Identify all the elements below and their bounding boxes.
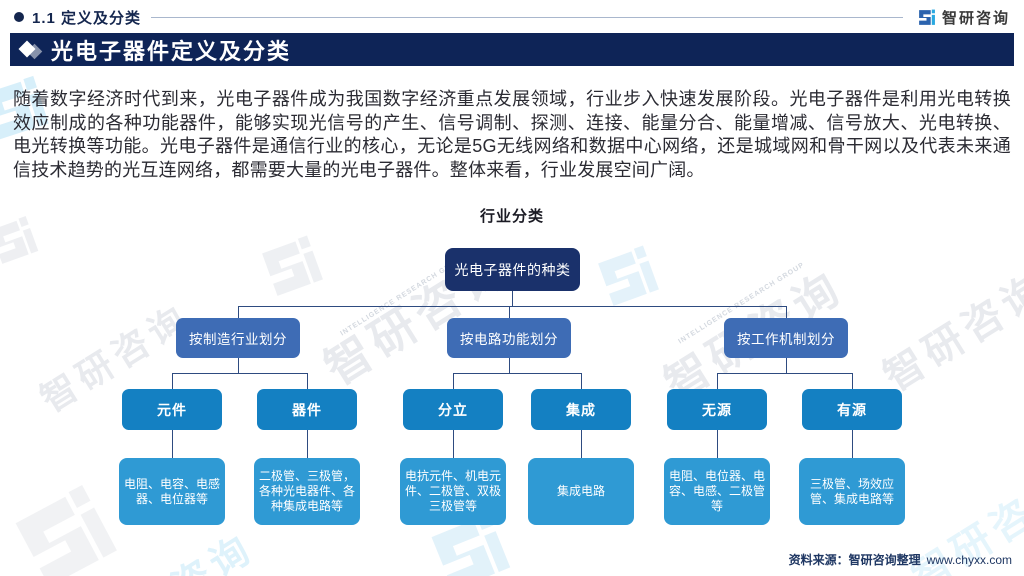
watermark-logo-icon <box>590 240 664 314</box>
leaf-node-passive-detail: 电阻、电位器、电容、电感、二极管等 <box>664 458 770 525</box>
connector-line <box>852 430 853 458</box>
connector-line <box>307 430 308 458</box>
sub-node-discrete: 分立 <box>403 389 503 430</box>
logo-icon <box>919 9 935 25</box>
connector-line <box>581 373 582 389</box>
diagram-root-node: 光电子器件的种类 <box>445 248 580 291</box>
leaf-node-component-detail: 电阻、电容、电感器、电位器等 <box>119 458 225 525</box>
connector-line <box>453 373 454 389</box>
diamond-icon <box>18 39 45 61</box>
connector-line <box>172 373 173 389</box>
connector-line <box>717 373 718 389</box>
connector-line <box>238 306 239 318</box>
header: 1.1 定义及分类 智研咨询 <box>14 5 1010 29</box>
banner-title: 光电子器件定义及分类 <box>51 38 292 64</box>
watermark-logo-icon <box>254 230 328 304</box>
diagram-title: 行业分类 <box>479 208 544 225</box>
footer-source: 资料来源：智研咨询整理 www.chyxx.com <box>789 551 1012 568</box>
sub-node-active: 有源 <box>802 389 902 430</box>
intro-paragraph: 随着数字经济时代到来，光电子器件成为我国数字经济重点发展领域，行业步入快速发展阶… <box>13 89 1011 180</box>
branch-node-circuit-function: 按电路功能划分 <box>447 318 571 358</box>
leaf-node-integrated-detail: 集成电路 <box>528 458 634 525</box>
source-website[interactable]: www.chyxx.com <box>926 552 1012 567</box>
sub-node-device: 器件 <box>257 389 357 430</box>
leaf-node-active-detail: 三极管、场效应管、集成电路等 <box>799 458 905 525</box>
connector-line <box>717 373 852 374</box>
connector-line <box>307 373 308 389</box>
company-logo: 智研咨询 <box>917 7 1010 28</box>
connector-line <box>852 373 853 389</box>
connector-line <box>172 430 173 458</box>
section-banner: 光电子器件定义及分类 <box>10 33 1014 66</box>
connector-line <box>717 430 718 458</box>
connector-line <box>453 430 454 458</box>
leaf-node-discrete-detail: 电抗元件、机电元件、二极管、双极三极管等 <box>400 458 506 525</box>
sub-node-component: 元件 <box>122 389 222 430</box>
watermark-text: 智研咨询 <box>85 518 263 576</box>
connector-line <box>512 291 513 306</box>
branch-node-working-mechanism: 按工作机制划分 <box>724 318 848 358</box>
section-title: 1.1 定义及分类 <box>32 9 142 27</box>
connector-line <box>172 373 307 374</box>
sub-node-integrated: 集成 <box>531 389 631 430</box>
logo-text: 智研咨询 <box>941 9 1010 27</box>
leaf-node-device-detail: 二极管、三极管，各种光电器件、各种集成电路等 <box>254 458 360 525</box>
connector-line <box>238 306 786 307</box>
connector-line <box>453 373 581 374</box>
connector-line <box>509 306 510 318</box>
branch-node-manufacturing: 按制造行业划分 <box>176 318 300 358</box>
watermark-logo-icon <box>2 476 126 576</box>
sub-node-passive: 无源 <box>667 389 767 430</box>
header-rule <box>151 16 903 18</box>
connector-line <box>786 358 787 373</box>
connector-line <box>509 358 510 373</box>
connector-line <box>786 306 787 318</box>
connector-line <box>581 430 582 458</box>
source-label: 资料来源：智研咨询整理 <box>788 553 921 567</box>
connector-line <box>238 358 239 373</box>
watermark-text: 智研咨询 <box>876 264 1024 400</box>
bullet-icon <box>14 12 24 22</box>
